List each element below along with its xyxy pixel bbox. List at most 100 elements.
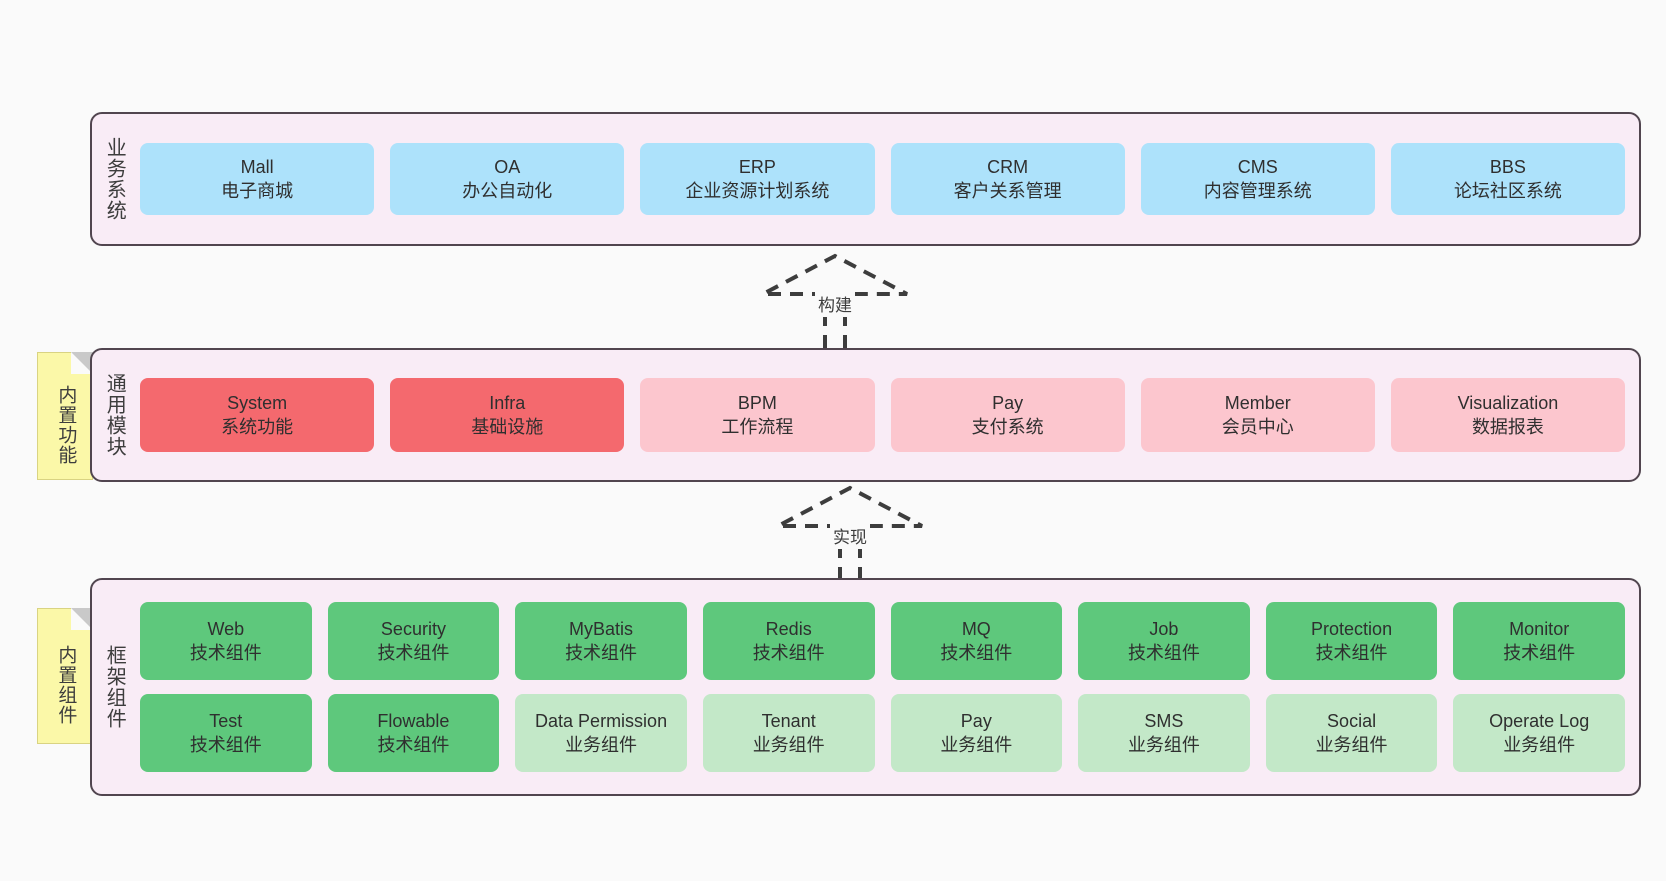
node-title: Mall (240, 156, 274, 177)
node-subtitle: 业务组件 (940, 735, 1013, 755)
layer-title-common-module: 通用模块 (103, 373, 126, 457)
node-title: Monitor (1509, 618, 1570, 639)
node-title: ERP (738, 156, 776, 177)
node-title: Pay (992, 392, 1024, 413)
node-title: CRM (987, 156, 1029, 177)
node-title: MQ (961, 618, 991, 639)
node-title: Web (207, 618, 245, 639)
node-subtitle: 业务组件 (1127, 735, 1200, 755)
node-subtitle: 业务组件 (752, 735, 825, 755)
node-mybatis[interactable]: MyBatis 技术组件 (515, 602, 687, 680)
layer-business-system[interactable]: 业务系统 Mall 电子商城 OA 办公自动化 ERP 企业资源计划系统 CRM… (90, 112, 1641, 246)
node-job[interactable]: Job 技术组件 (1078, 602, 1250, 680)
node-redis[interactable]: Redis 技术组件 (702, 602, 875, 680)
node-title: Test (209, 710, 243, 731)
node-title: Protection (1311, 618, 1393, 639)
layer-body-common-module: System 系统功能 Infra 基础设施 BPM 工作流程 Pay 支付系统… (136, 350, 1639, 480)
note-text: 内置组件 (55, 645, 77, 725)
node-title: MyBatis (569, 618, 634, 639)
layer-row: Test 技术组件 Flowable 技术组件 Data Permission … (140, 694, 1625, 772)
node-crm[interactable]: CRM 客户关系管理 (890, 143, 1125, 215)
node-flowable[interactable]: Flowable 技术组件 (327, 694, 500, 772)
node-subtitle: 数据报表 (1471, 417, 1544, 437)
node-protection[interactable]: Protection 技术组件 (1265, 602, 1438, 680)
connector-label-build: 构建 (815, 290, 855, 317)
node-subtitle: 技术组件 (1315, 643, 1388, 663)
node-bbs[interactable]: BBS 论坛社区系统 (1390, 143, 1626, 215)
note-builtin-component[interactable]: 内置组件 (37, 608, 93, 744)
node-title: Operate Log (1489, 710, 1590, 731)
node-social[interactable]: Social 业务组件 (1265, 694, 1438, 772)
node-mq[interactable]: MQ 技术组件 (890, 602, 1063, 680)
node-subtitle: 技术组件 (377, 735, 450, 755)
node-subtitle: 办公自动化 (462, 181, 553, 201)
node-visualization[interactable]: Visualization 数据报表 (1390, 378, 1626, 452)
node-title: Job (1149, 618, 1179, 639)
node-subtitle: 支付系统 (971, 417, 1044, 437)
node-subtitle: 技术组件 (189, 643, 262, 663)
node-title: Redis (765, 618, 812, 639)
node-data-permission[interactable]: Data Permission 业务组件 (515, 694, 687, 772)
node-title: Pay (960, 710, 992, 731)
node-subtitle: 技术组件 (377, 643, 450, 663)
node-cms[interactable]: CMS 内容管理系统 (1140, 143, 1375, 215)
node-title: Flowable (377, 710, 450, 731)
node-title: Tenant (761, 710, 816, 731)
node-title: SMS (1144, 710, 1184, 731)
node-bpm[interactable]: BPM 工作流程 (640, 378, 875, 452)
node-title: Security (380, 618, 446, 639)
node-subtitle: 系统功能 (221, 417, 294, 437)
node-title: OA (494, 156, 521, 177)
layer-row: Web 技术组件 Security 技术组件 MyBatis 技术组件 Redi… (140, 602, 1625, 680)
connector-build: 构建 (745, 253, 925, 348)
node-web[interactable]: Web 技术组件 (140, 602, 312, 680)
node-subtitle: 电子商城 (221, 181, 294, 201)
node-member[interactable]: Member 会员中心 (1140, 378, 1375, 452)
connector-arrowhead (777, 485, 923, 528)
node-sms[interactable]: SMS 业务组件 (1078, 694, 1250, 772)
node-subtitle: 客户关系管理 (953, 181, 1062, 201)
layer-framework-component[interactable]: 框架组件 Web 技术组件 Security 技术组件 MyBatis 技术组件… (90, 578, 1641, 796)
node-pay-business[interactable]: Pay 业务组件 (890, 694, 1063, 772)
node-title: System (227, 392, 288, 413)
node-subtitle: 工作流程 (721, 417, 794, 437)
node-subtitle: 技术组件 (189, 735, 262, 755)
node-title: Member (1224, 392, 1291, 413)
node-subtitle: 技术组件 (752, 643, 825, 663)
layer-common-module[interactable]: 通用模块 System 系统功能 Infra 基础设施 BPM 工作流程 Pay… (90, 348, 1641, 482)
layer-row: System 系统功能 Infra 基础设施 BPM 工作流程 Pay 支付系统… (140, 378, 1626, 452)
node-subtitle: 业务组件 (1315, 735, 1388, 755)
node-title: Visualization (1457, 392, 1559, 413)
node-infra[interactable]: Infra 基础设施 (390, 378, 625, 452)
node-mall[interactable]: Mall 电子商城 (140, 143, 375, 215)
layer-title-business-system: 业务系统 (103, 137, 126, 221)
layer-title-framework-component: 框架组件 (103, 645, 126, 729)
layer-row: Mall 电子商城 OA 办公自动化 ERP 企业资源计划系统 CRM 客户关系… (140, 143, 1626, 215)
connector-label-realize: 实现 (830, 522, 870, 549)
note-text: 内置功能 (55, 385, 77, 465)
node-test[interactable]: Test 技术组件 (140, 694, 312, 772)
node-pay[interactable]: Pay 支付系统 (890, 378, 1125, 452)
node-subtitle: 技术组件 (940, 643, 1013, 663)
node-operate-log[interactable]: Operate Log 业务组件 (1453, 694, 1625, 772)
node-title: Social (1327, 710, 1377, 731)
node-subtitle: 论坛社区系统 (1453, 181, 1562, 201)
node-subtitle: 技术组件 (1503, 643, 1576, 663)
node-security[interactable]: Security 技术组件 (327, 602, 500, 680)
node-oa[interactable]: OA 办公自动化 (390, 143, 625, 215)
node-monitor[interactable]: Monitor 技术组件 (1453, 602, 1625, 680)
node-system[interactable]: System 系统功能 (140, 378, 375, 452)
node-subtitle: 业务组件 (1503, 735, 1576, 755)
node-title: BPM (737, 392, 777, 413)
connector-arrowhead (762, 253, 908, 296)
layer-body-business-system: Mall 电子商城 OA 办公自动化 ERP 企业资源计划系统 CRM 客户关系… (136, 114, 1639, 244)
node-erp[interactable]: ERP 企业资源计划系统 (640, 143, 875, 215)
node-subtitle: 业务组件 (565, 735, 638, 755)
node-tenant[interactable]: Tenant 业务组件 (702, 694, 875, 772)
connector-realize: 实现 (760, 485, 940, 580)
node-subtitle: 基础设施 (471, 417, 544, 437)
layer-body-framework-component: Web 技术组件 Security 技术组件 MyBatis 技术组件 Redi… (136, 580, 1639, 794)
node-title: Infra (489, 392, 526, 413)
note-builtin-feature[interactable]: 内置功能 (37, 352, 93, 480)
